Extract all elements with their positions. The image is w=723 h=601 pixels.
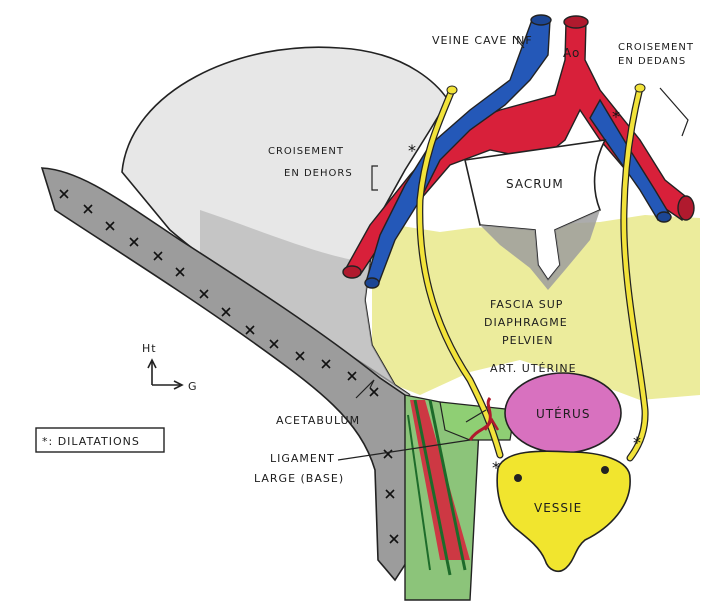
axis-label-up: Ht: [142, 342, 157, 355]
right-ureteral-orifice: [601, 466, 609, 474]
label-aorta: Ao: [563, 46, 580, 60]
label-ligament-1: LIGAMENT: [270, 452, 335, 465]
left-ureteral-orifice: [514, 474, 522, 482]
label-croisement-dehors-2: EN DEHORS: [284, 168, 353, 179]
label-fascia-3: PELVIEN: [502, 334, 553, 347]
label-veine-cave-inf: VEINE CAVE INF: [432, 34, 533, 47]
label-croisement-dehors-1: CROISEMENT: [268, 146, 344, 157]
svg-text:*: *: [408, 141, 416, 160]
label-ligament-2: LARGE (BASE): [254, 472, 344, 485]
label-uterus: UTÉRUS: [536, 406, 590, 421]
label-fascia-2: DIAPHRAGME: [484, 316, 568, 329]
label-croisement-dedans-2: EN DEDANS: [618, 56, 686, 67]
label-sacrum: SACRUM: [506, 177, 564, 191]
axis-label-right: G: [188, 380, 198, 393]
label-vessie: VESSIE: [534, 501, 582, 515]
label-fascia-1: FASCIA SUP: [490, 298, 563, 311]
svg-text:*: *: [633, 433, 641, 452]
svg-text:*: *: [492, 458, 500, 477]
svg-text:*: *: [612, 107, 620, 126]
label-art-uterine: ART. UTÉRINE: [490, 362, 577, 375]
label-croisement-dedans-1: CROISEMENT: [618, 42, 694, 53]
label-acetabulum: ACETABULUM: [276, 414, 360, 427]
legend-text: *: DILATATIONS: [42, 435, 140, 448]
